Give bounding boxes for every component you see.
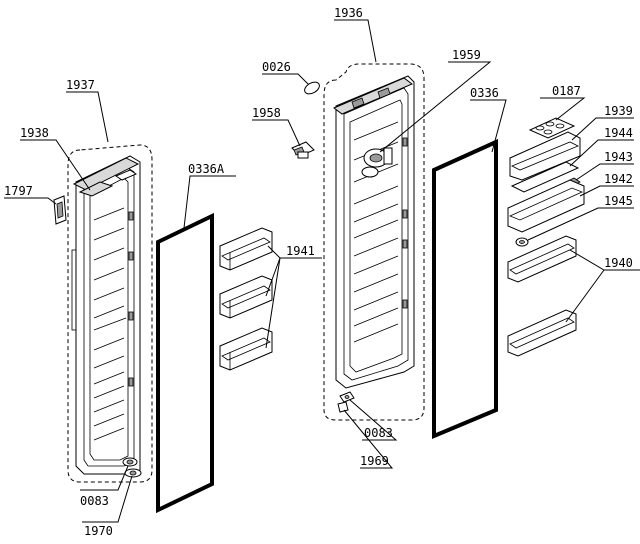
- part-1939-shelf: [509, 131, 581, 181]
- label-1942: 1942: [604, 172, 633, 186]
- left-door-group-outline: [67, 144, 153, 483]
- label-1959: 1959: [452, 48, 481, 62]
- part-1945-knob: [515, 237, 529, 247]
- label-1945: 1945: [604, 194, 633, 208]
- part-1942-box: [507, 179, 585, 233]
- leader-lines: [4, 19, 640, 523]
- left-door-gasket-0336A: [156, 212, 214, 514]
- label-1944: 1944: [604, 126, 633, 140]
- label-0187: 0187: [552, 84, 581, 98]
- right-door-shelves-1940: [507, 235, 577, 357]
- right-door-assembly: [323, 63, 425, 421]
- part-1938-top-cover: [78, 169, 138, 197]
- part-0026-cap: [304, 81, 320, 95]
- label-1941: 1941: [286, 244, 315, 258]
- shelf-1940-lower: [507, 309, 577, 357]
- label-1936: 1936: [334, 6, 363, 20]
- label-1937: 1937: [66, 78, 95, 92]
- shelf-1941-top: [219, 227, 273, 271]
- part-1958-hinge-cover: [291, 141, 315, 159]
- part-1944-lid: [510, 161, 580, 193]
- label-1797: 1797: [4, 184, 33, 198]
- part-1959-dispenser: [361, 147, 393, 178]
- part-1797-bracket: [53, 195, 67, 225]
- left-door-panel: [71, 155, 141, 475]
- label-1943: 1943: [604, 150, 633, 164]
- label-1939: 1939: [604, 104, 633, 118]
- label-1970: 1970: [84, 524, 113, 538]
- right-door-gasket-0336: [432, 138, 498, 440]
- part-0083-hinge-bush-right: [339, 391, 355, 403]
- label-1940: 1940: [604, 256, 633, 270]
- label-1969: 1969: [360, 454, 389, 468]
- label-0026: 0026: [262, 60, 291, 74]
- left-door-shelves-1941: [219, 227, 273, 371]
- right-door-group-outline: [323, 63, 425, 421]
- label-0083-left: 0083: [80, 494, 109, 508]
- shelf-1940-upper: [507, 235, 577, 283]
- label-1938: 1938: [20, 126, 49, 140]
- part-1970-hinge: [122, 457, 142, 478]
- label-0083-right: 0083: [364, 426, 393, 440]
- part-1969-hinge-pin: [337, 401, 349, 413]
- part-0187-egg-tray: [528, 117, 576, 139]
- label-0336: 0336: [470, 86, 499, 100]
- shelf-1941-bottom: [219, 327, 273, 371]
- right-door-panel: [333, 75, 415, 389]
- label-0336A: 0336A: [188, 162, 225, 176]
- left-door-assembly: [53, 144, 153, 483]
- part-labels: 1937 1938 1797 0336A 1941 0083 1970 1936…: [4, 6, 633, 538]
- label-1958: 1958: [252, 106, 281, 120]
- shelf-1941-middle: [219, 275, 273, 319]
